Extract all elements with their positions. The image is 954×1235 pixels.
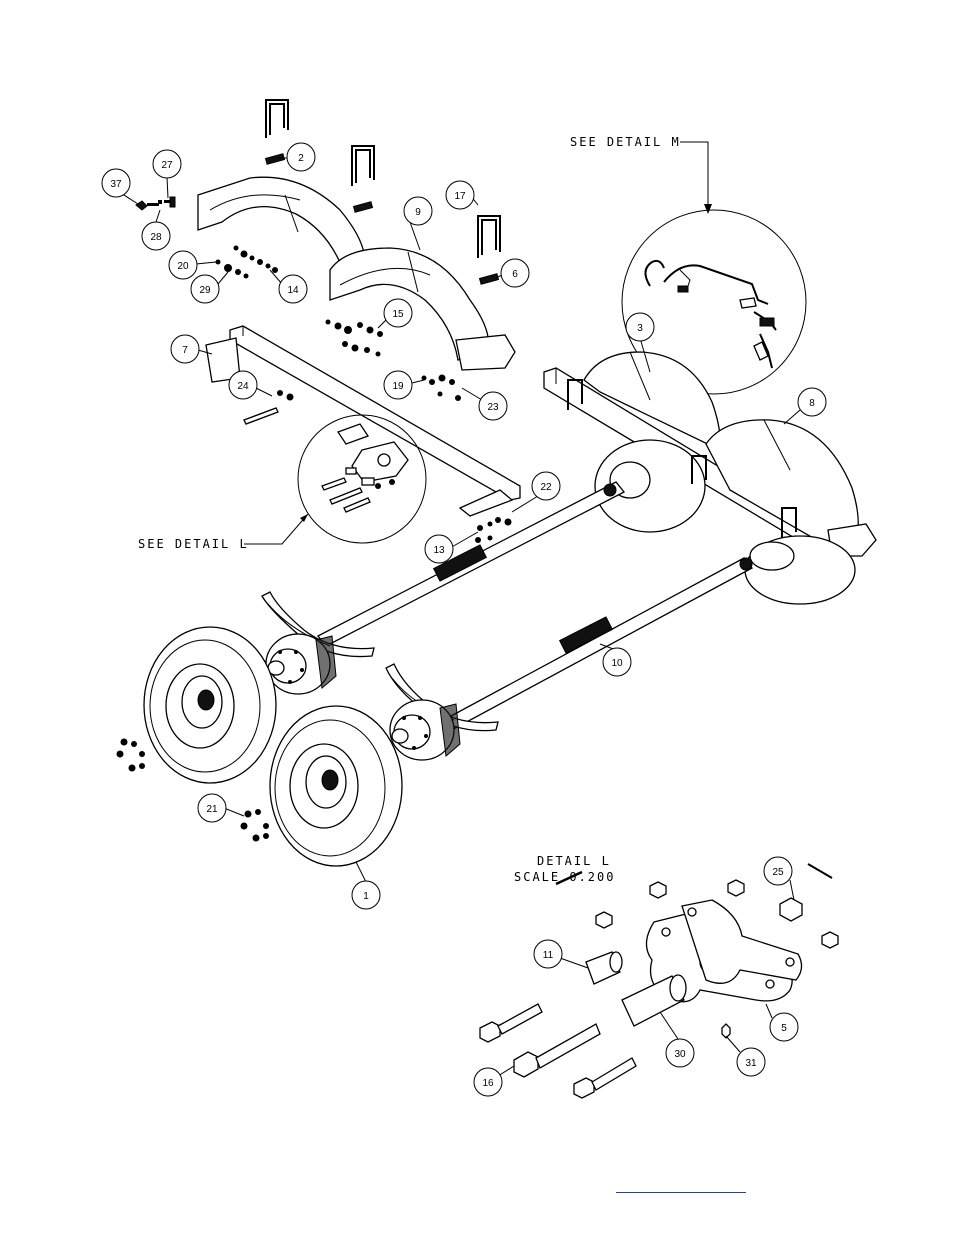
lug-nuts-rear: [240, 809, 269, 842]
detail-l-arrow: [300, 514, 308, 522]
detail-l-scale: SCALE 0.200: [514, 870, 615, 884]
svg-text:37: 37: [110, 179, 122, 190]
detail-l-parts: [479, 863, 839, 1099]
svg-text:24: 24: [237, 381, 249, 392]
nuts: [595, 879, 839, 949]
svg-text:28: 28: [150, 232, 162, 243]
u-bolt-plate: [352, 201, 374, 213]
svg-text:19: 19: [392, 381, 404, 392]
svg-text:6: 6: [512, 269, 518, 280]
callout-13: 13: [424, 534, 454, 564]
callout-25: 25: [763, 856, 793, 886]
wheel-front-left: [143, 626, 277, 784]
callout-22: 22: [531, 471, 561, 501]
callout-14: 14: [278, 274, 308, 304]
hardware-27: [158, 196, 176, 208]
callout-7: 7: [170, 334, 200, 364]
u-bolt-plate: [264, 153, 286, 165]
callout-15: 15: [383, 298, 413, 328]
callout-19: 19: [383, 370, 413, 400]
callout-6: 6: [500, 258, 530, 288]
callout-24: 24: [228, 370, 258, 400]
callout-5: 5: [769, 1012, 799, 1042]
callout-17: 17: [445, 180, 475, 210]
hub-rear: [389, 699, 461, 761]
bushing-30: [621, 974, 687, 1027]
callout-21: 21: [197, 793, 227, 823]
right-wheel-front: [594, 439, 706, 533]
cotter-pin: [807, 863, 833, 879]
callout-11: 11: [533, 939, 563, 969]
fender-rear: [329, 247, 516, 371]
callout-31: 31: [736, 1047, 766, 1077]
svg-text:9: 9: [415, 207, 421, 218]
svg-text:30: 30: [674, 1049, 686, 1060]
detail-l-title: DETAIL L: [537, 854, 611, 868]
svg-text:10: 10: [611, 658, 623, 669]
svg-text:15: 15: [392, 309, 404, 320]
see-detail-m-label: SEE DETAIL M: [570, 135, 681, 149]
hub-front: [265, 633, 337, 695]
callout-23: 23: [478, 391, 508, 421]
wheel-rear-left: [269, 705, 403, 867]
svg-text:13: 13: [433, 545, 445, 556]
svg-text:22: 22: [540, 482, 552, 493]
svg-text:5: 5: [781, 1023, 787, 1034]
u-bolt-plate: [478, 273, 500, 285]
callout-3: 3: [625, 312, 655, 342]
hardware-fasteners: [215, 245, 512, 543]
callout-30: 30: [665, 1038, 695, 1068]
grease-fitting: [721, 1023, 731, 1039]
callout-2: 2: [286, 142, 316, 172]
callout-29: 29: [190, 274, 220, 304]
right-wheel-rear: [744, 535, 856, 605]
svg-text:1: 1: [363, 891, 369, 902]
axle-rear: [439, 557, 753, 733]
hyperlink-underline[interactable]: [616, 1176, 746, 1193]
callout-20: 20: [168, 250, 198, 280]
svg-text:27: 27: [161, 160, 173, 171]
callout-16: 16: [473, 1067, 503, 1097]
right-u-bolts: [567, 379, 797, 538]
detail-l-bubble: [297, 414, 427, 544]
svg-text:3: 3: [637, 323, 643, 334]
svg-text:14: 14: [287, 285, 299, 296]
u-bolt-right: [477, 215, 501, 258]
svg-text:2: 2: [298, 153, 304, 164]
svg-text:16: 16: [482, 1078, 494, 1089]
detail-m-leader: [680, 141, 709, 210]
lug-nuts-front: [116, 738, 145, 772]
svg-text:29: 29: [199, 285, 211, 296]
svg-text:31: 31: [745, 1058, 757, 1069]
callout-27: 27: [152, 149, 182, 179]
svg-text:11: 11: [543, 950, 554, 961]
svg-text:21: 21: [206, 804, 218, 815]
callout-37: 37: [101, 168, 131, 198]
svg-text:25: 25: [772, 867, 784, 878]
u-bolt-middle: [351, 145, 375, 186]
callout-9: 9: [403, 196, 433, 226]
detail-m-arrow: [704, 204, 712, 214]
callout-28: 28: [141, 221, 171, 251]
callout-1: 1: [351, 880, 381, 910]
detail-l-leader: [244, 513, 309, 545]
svg-text:17: 17: [454, 191, 466, 202]
scale-strike: [555, 870, 583, 886]
svg-text:8: 8: [809, 398, 815, 409]
svg-text:23: 23: [487, 402, 499, 413]
sleeve-11: [585, 951, 623, 985]
callout-leaders: [115, 157, 801, 1077]
svg-text:7: 7: [182, 345, 188, 356]
callout-8: 8: [797, 387, 827, 417]
bolts: [479, 1003, 637, 1099]
hardware-37: [135, 200, 159, 211]
u-bolt-left: [265, 99, 289, 138]
svg-text:20: 20: [177, 261, 189, 272]
detail-m-bubble: [621, 209, 807, 395]
bolt-24: [243, 407, 279, 425]
see-detail-l-label: SEE DETAIL L: [138, 537, 249, 551]
callout-10: 10: [602, 647, 632, 677]
